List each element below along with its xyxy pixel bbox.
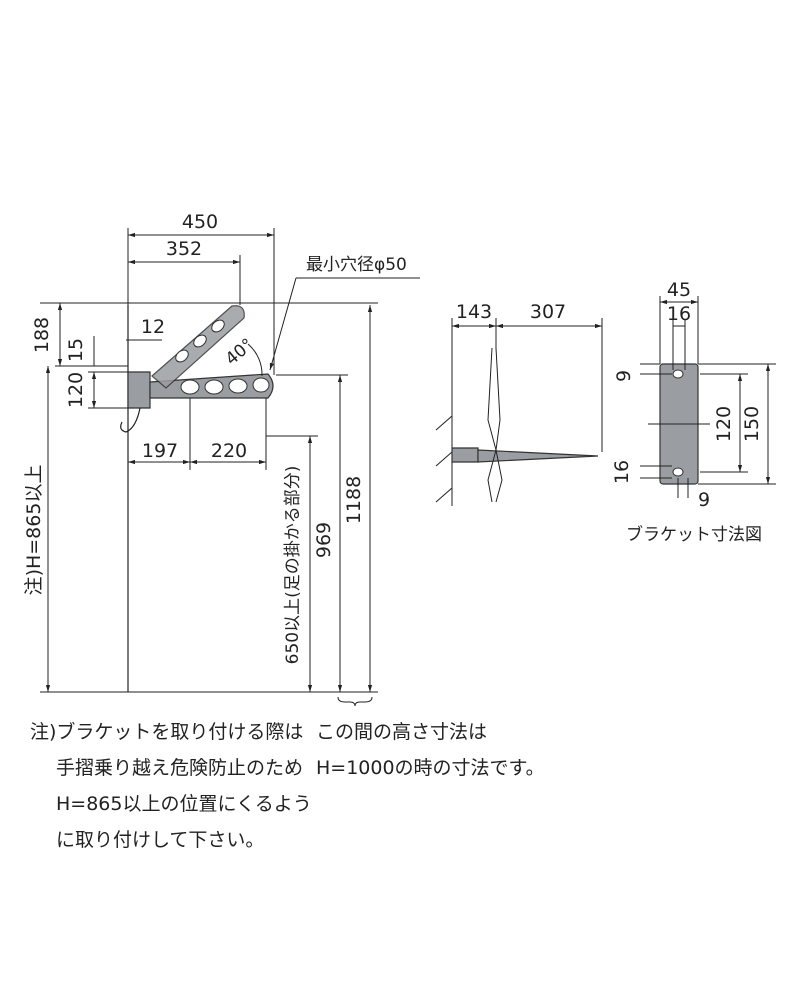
hook-height-label: 650以上(足の掛かる部分) xyxy=(283,466,303,665)
dim-12: 12 xyxy=(141,316,165,338)
note-line: この間の高さ寸法は xyxy=(316,721,488,743)
note-line: に取り付けして下さい。 xyxy=(56,829,265,851)
dim-450: 450 xyxy=(182,211,218,233)
arm-holes xyxy=(180,377,270,395)
front-arm xyxy=(477,449,599,463)
dim-188: 188 xyxy=(31,317,53,353)
front-view: 143 307 xyxy=(435,301,603,506)
hole-diameter-label: 最小穴径φ50 xyxy=(306,255,407,275)
front-raised-arm xyxy=(487,347,497,503)
installation-note: 注)ブラケットを取り付ける際は 手摺乗り越え危険防止のため H=865以上の位置… xyxy=(30,714,312,858)
bracket-plate xyxy=(127,371,151,409)
dim-143: 143 xyxy=(456,301,492,323)
dim-197: 197 xyxy=(142,440,178,462)
side-view: 450 352 12 188 15 120 197 220 40° 最小穴径φ5 xyxy=(23,211,420,707)
height-note: この間の高さ寸法は H=1000の時の寸法です。 xyxy=(316,714,545,786)
bracket-caption: ブラケット寸法図 xyxy=(626,524,762,545)
dim-1188: 1188 xyxy=(343,476,365,524)
dim-120: 120 xyxy=(65,372,87,408)
dim-9-top: 9 xyxy=(613,370,635,382)
dim-220: 220 xyxy=(211,440,247,462)
note-line: H=1000の時の寸法です。 xyxy=(316,757,545,779)
wall-hatching xyxy=(435,415,453,503)
dim-9-bottom: 9 xyxy=(698,489,710,511)
h-865-label: 注)H=865以上 xyxy=(23,465,45,596)
dim-15: 15 xyxy=(65,338,87,362)
note-line: H=865以上の位置にくるよう xyxy=(56,793,312,815)
raised-arm-holes xyxy=(175,319,225,363)
dim-16-top: 16 xyxy=(667,303,691,325)
note-line: 手摺乗り越え危険防止のため xyxy=(56,757,304,779)
hook xyxy=(120,407,141,433)
dim-969: 969 xyxy=(313,522,335,558)
screw-hole-bottom xyxy=(672,467,684,477)
angle-40: 40° xyxy=(222,335,258,370)
dim-16-bottom: 16 xyxy=(611,460,633,484)
front-bracket xyxy=(451,447,479,463)
bracket-view: 45 16 9 120 150 16 9 ブラケット寸法図 xyxy=(611,279,776,545)
dim-307: 307 xyxy=(530,301,566,323)
note-line: 注)ブラケットを取り付ける際は xyxy=(30,721,304,743)
dim-45: 45 xyxy=(667,279,691,301)
screw-hole-top xyxy=(672,369,684,379)
dim-352: 352 xyxy=(166,238,202,260)
brace xyxy=(337,696,373,707)
dim-120-bracket: 120 xyxy=(713,406,735,442)
dim-150: 150 xyxy=(741,406,763,442)
